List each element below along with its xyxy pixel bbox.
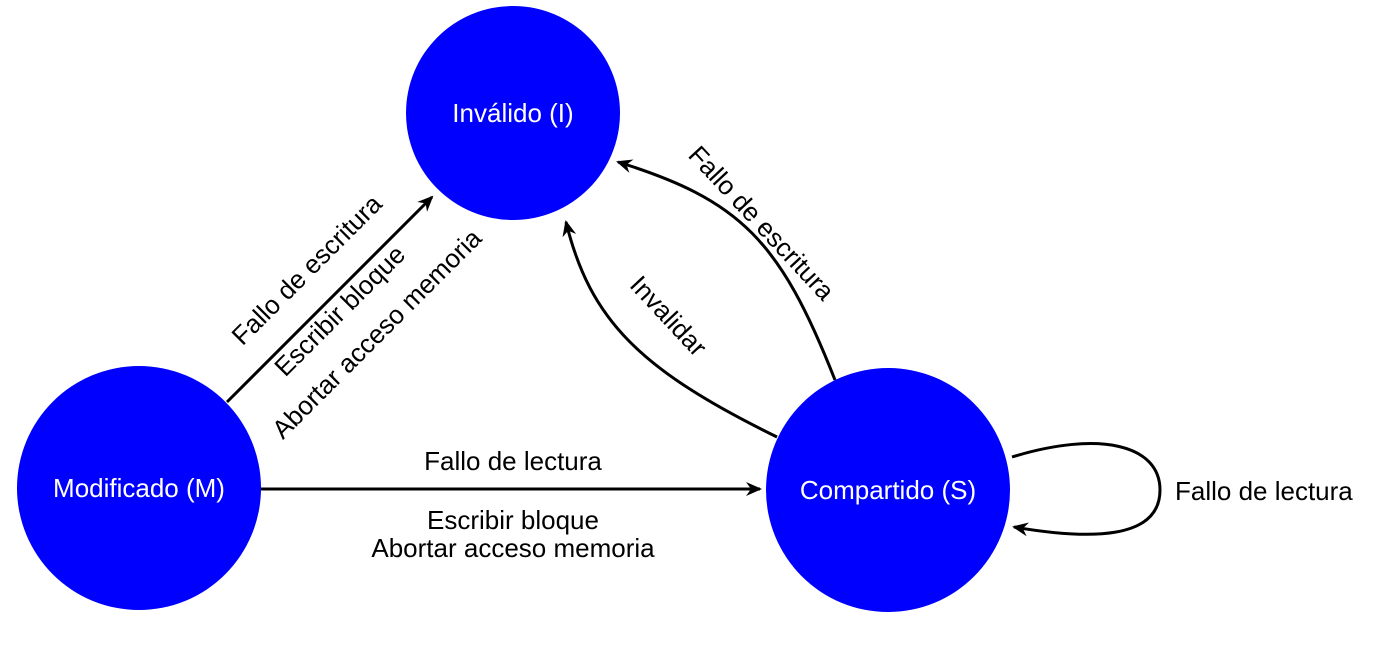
- label-s-to-i-write-miss: Fallo de escritura: [683, 140, 841, 307]
- node-invalid: [406, 6, 620, 220]
- node-invalid-label: Inválido (I): [452, 98, 573, 128]
- node-shared-label: Compartido (S): [800, 475, 976, 505]
- edge-s-self-loop: [1011, 442, 1162, 537]
- node-modified-label: Modificado (M): [53, 473, 225, 503]
- edge-s-to-i-inner: [562, 220, 778, 439]
- edge-s-to-i-outer: [616, 159, 837, 381]
- label-m-to-s-write-block: Escribir bloque: [427, 505, 599, 535]
- label-m-to-s-abort: Abortar acceso memoria: [371, 533, 655, 563]
- node-modified: [17, 366, 261, 610]
- label-m-to-s-read-miss: Fallo de lectura: [424, 446, 602, 476]
- label-s-self-read-miss: Fallo de lectura: [1175, 476, 1353, 506]
- node-shared: [766, 368, 1010, 612]
- edge-m-to-i: [225, 195, 434, 404]
